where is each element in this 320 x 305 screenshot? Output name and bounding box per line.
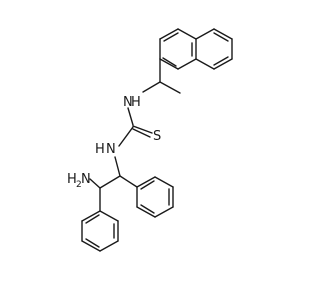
nh-top-h-label: H <box>131 95 141 110</box>
nh-top-n-label: N <box>123 95 133 110</box>
molecule-drawing: N H S H N H 2 N <box>67 28 233 252</box>
amine-group: H 2 N <box>67 172 91 190</box>
phenyl-bottom <box>81 210 119 252</box>
nh-left-n-label: N <box>106 142 116 157</box>
nh-top: N H <box>123 95 141 110</box>
naphthalene-group <box>159 28 233 70</box>
nh-left-h-label: H <box>95 142 105 157</box>
diamine-backbone <box>89 175 138 212</box>
structure-canvas: N H S H N H 2 N <box>67 28 233 252</box>
amine-n-label: N <box>81 172 91 187</box>
amine-h-label: H <box>67 172 77 187</box>
phenyl-right <box>136 176 174 218</box>
amine-subscript: 2 <box>76 180 82 190</box>
ethyl-linker <box>142 58 181 94</box>
nh-left: H N <box>95 142 116 157</box>
thiourea-group: S <box>118 125 161 147</box>
sulfur-label: S <box>153 129 161 144</box>
